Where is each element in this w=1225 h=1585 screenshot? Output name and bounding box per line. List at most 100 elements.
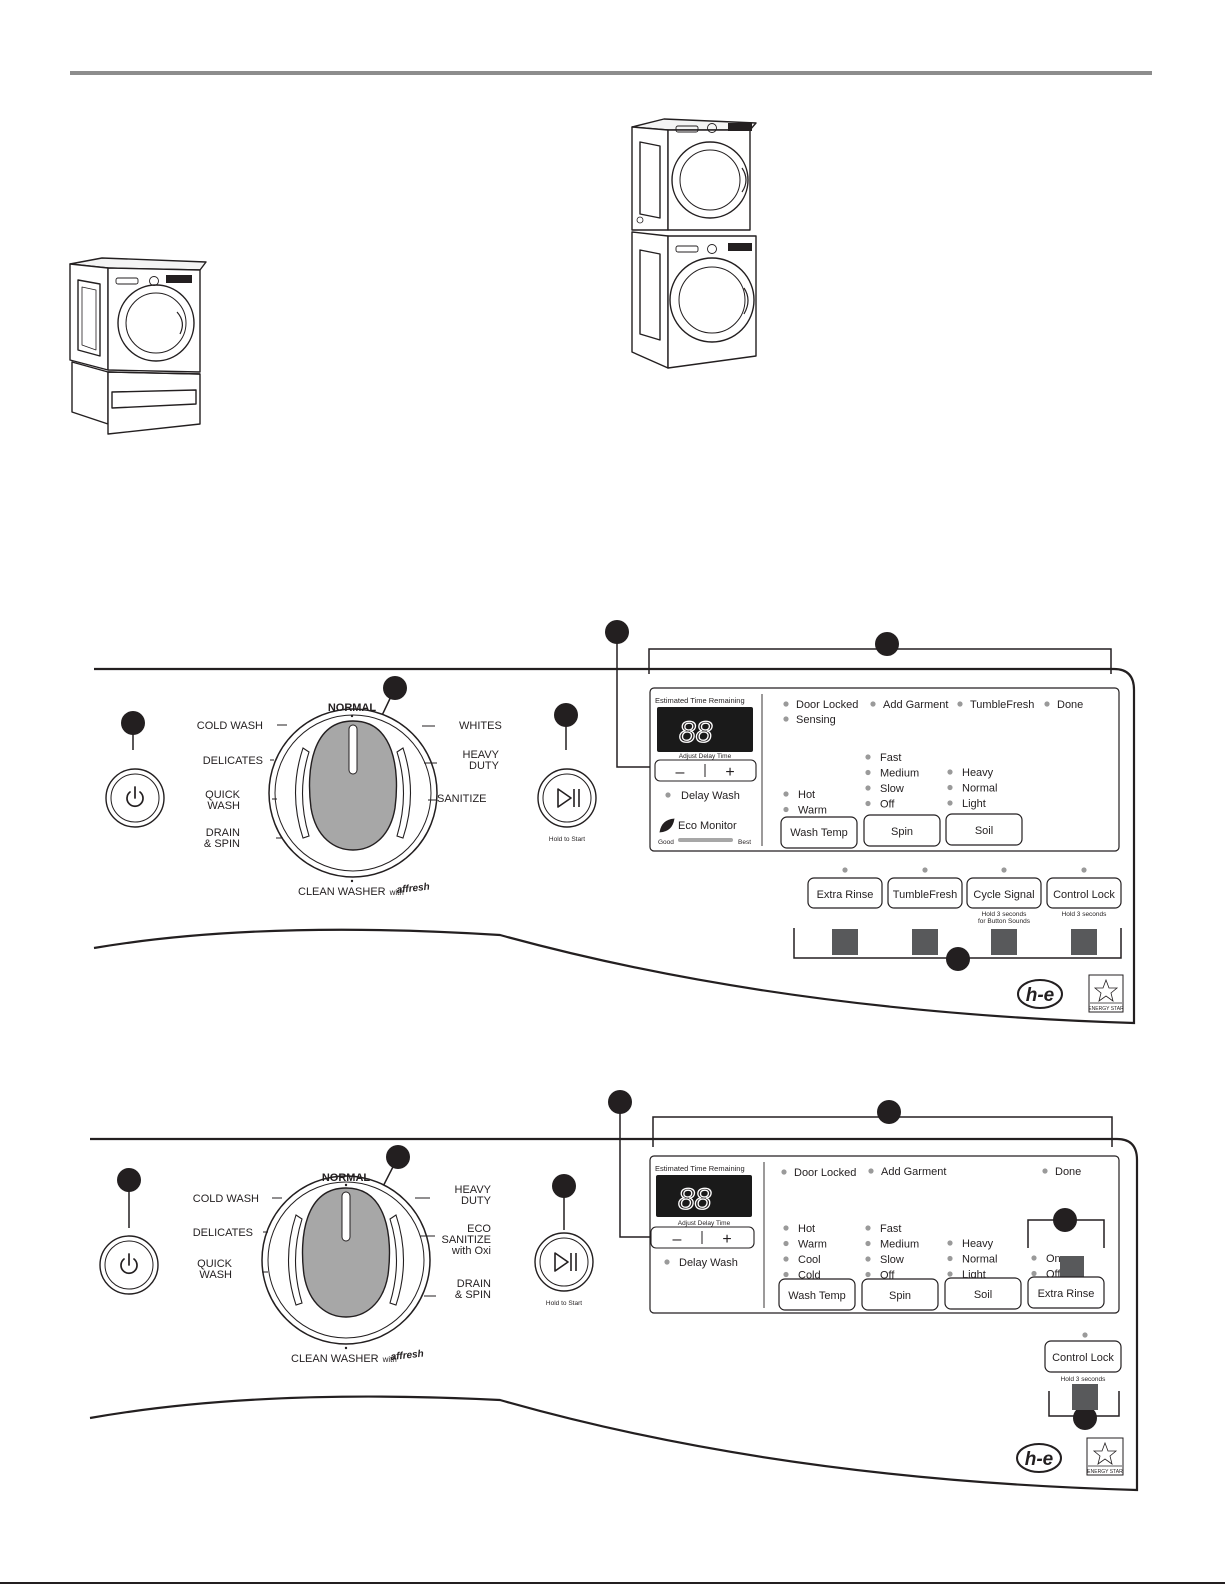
callout-marker [605,620,629,644]
svg-text:Soil: Soil [974,1289,992,1301]
status-indicator-label: Add Garment [883,699,948,711]
start-caption: Hold to Start [546,1300,582,1307]
option-touch-pad[interactable] [912,929,938,955]
status-indicator-label: Sensing [796,714,836,726]
status-led [783,791,789,797]
option-button[interactable]: Control Lock [1046,877,1122,909]
display-header: Estimated Time Remaining [655,1164,745,1173]
eco-monitor-label: Eco Monitor [678,820,737,832]
bottom-rule [0,1582,1225,1584]
spin-option: Slow [880,783,904,795]
adjust-delay-caption: Adjust Delay Time [678,1220,731,1227]
adjust-delay-caption: Adjust Delay Time [679,753,732,760]
status-led [783,701,789,707]
control-lock-touch-pad[interactable] [1072,1384,1098,1410]
soil-button[interactable]: Soil [944,1277,1022,1310]
control-lock-button[interactable]: Control Lock [1044,1340,1122,1373]
option-touch-pad[interactable] [1071,929,1097,955]
power-button[interactable] [105,768,165,828]
wash-temp-option: Cool [798,1254,821,1266]
wash-temp-button[interactable]: Wash Temp [778,1278,856,1311]
dial-label-left: COLD WASH [197,720,263,732]
soil-option: Heavy [962,1238,994,1250]
soil-button[interactable]: Soil [945,813,1023,846]
status-led [664,1259,670,1265]
option-button[interactable]: Cycle Signal [966,877,1042,909]
callout-marker [117,1168,141,1192]
energy-star-logo: ENERGY STAR [1088,974,1124,1013]
spin-button[interactable]: Spin [861,1278,939,1311]
option-button[interactable]: TumbleFresh [887,877,963,909]
svg-text:Wash Temp: Wash Temp [788,1290,845,1302]
option-button-label: TumbleFresh [893,889,957,901]
delay-plus-button[interactable]: + [725,764,734,781]
extra-rinse-touch-pad[interactable] [1060,1256,1084,1280]
status-led [865,1225,871,1231]
status-led [865,785,871,791]
soil-option: Normal [962,783,997,795]
status-led [865,800,871,807]
dial-pointer [341,1191,351,1242]
start-pause-button[interactable] [537,768,597,828]
status-led [947,1271,953,1277]
svg-text:h-e: h-e [1025,1449,1054,1470]
status-indicator-label: Done [1057,699,1083,711]
top-rule [70,71,1152,75]
svg-text:ENERGY STAR: ENERGY STAR [1087,1469,1123,1475]
callout-marker [1053,1208,1077,1232]
eco-monitor-bar [678,838,733,842]
power-button[interactable] [99,1235,159,1295]
status-led [1001,867,1007,873]
spin-button[interactable]: Spin [863,814,941,847]
status-led [865,1240,871,1247]
option-button-label: Cycle Signal [973,889,1034,901]
delay-plus-button[interactable]: + [722,1231,731,1248]
energy-star-logo: ENERGY STAR [1086,1437,1124,1476]
option-button[interactable]: Extra Rinse [807,877,883,909]
option-touch-pad[interactable] [832,929,858,955]
status-led [947,1255,953,1262]
cycle-selector-dial[interactable] [261,1175,431,1345]
status-led [947,784,953,791]
settings-panel-frame [649,1155,1120,1314]
callout-marker [946,947,970,971]
time-display [656,1175,752,1217]
dial-label-left: DELICATES [203,755,263,767]
wash-temp-option: Hot [798,1223,815,1235]
status-led [842,867,848,873]
status-led [868,1168,874,1174]
svg-text:Wash Temp: Wash Temp [790,827,847,839]
power-icon [126,786,144,808]
time-display-digits: 88 [678,1183,712,1216]
status-indicator-label: Door Locked [794,1167,856,1179]
cycle-selector-dial[interactable] [268,708,438,878]
extra-rinse-button[interactable]: Extra Rinse [1027,1276,1105,1309]
time-display [657,707,753,752]
start-caption: Hold to Start [549,836,585,843]
dial-label-left: DELICATES [193,1227,253,1239]
status-led [783,1240,789,1247]
he-logo: h-e [1017,979,1063,1009]
delay-minus-button[interactable]: – [676,764,685,781]
status-led [1031,1270,1037,1277]
wash-temp-button[interactable]: Wash Temp [780,816,858,849]
status-led [947,769,953,775]
he-logo: h-e [1016,1443,1062,1473]
option-touch-pad[interactable] [991,929,1017,955]
start-pause-button[interactable] [534,1232,594,1292]
delay-minus-button[interactable]: – [673,1231,682,1248]
status-led [922,867,928,873]
callout-marker [386,1145,410,1169]
status-led [865,754,871,760]
status-led [865,769,871,776]
affresh-logo: affresh [390,1349,424,1363]
dial-label-right: WHITES [459,720,502,732]
callout-marker [121,711,145,735]
